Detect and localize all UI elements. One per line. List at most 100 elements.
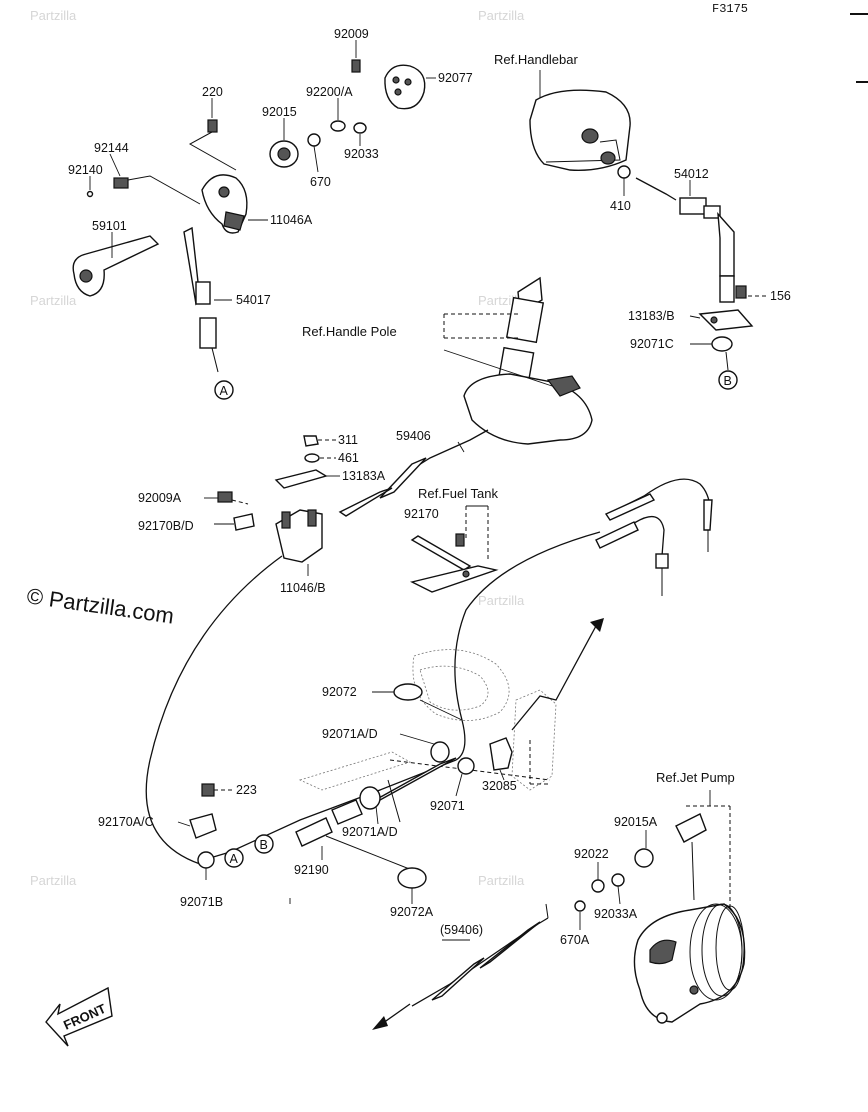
grommet-92071B: [197, 851, 215, 869]
handle-pole-group: [443, 276, 593, 445]
part-label: 92015: [262, 105, 297, 119]
watermark-text: Partzilla: [30, 293, 77, 308]
steering-cable-group: [145, 429, 489, 865]
clamp-92170BD: [233, 513, 255, 531]
clamp-92170AC: [189, 813, 217, 839]
ref-handle-pole: Ref.Handle Pole: [302, 324, 397, 339]
cable-59406-rear: [411, 917, 549, 1007]
marker-b-top: [718, 370, 738, 390]
part-label: 92071A/D: [342, 825, 398, 839]
marker-b-bottom-label: B: [260, 838, 268, 852]
clamp-92072: [393, 683, 423, 701]
hull-outline: [298, 618, 604, 791]
part-label: 13183A: [342, 469, 386, 483]
ring-670: [307, 133, 321, 147]
nut-311: [303, 435, 319, 447]
throttle-housing-group: [72, 40, 436, 373]
part-label: 92009A: [138, 491, 182, 505]
part-label: 32085: [482, 779, 517, 793]
cable-lower: [209, 759, 457, 859]
washer-92022: [591, 879, 605, 893]
watermark-text: Partzilla: [478, 8, 525, 23]
part-label: 54012: [674, 167, 709, 181]
grommet-92071AD-2: [359, 786, 381, 810]
holder-32085: [489, 737, 513, 771]
watermark-text: Partzilla: [478, 593, 525, 608]
fitting-92015A: [675, 813, 707, 843]
washer-92200: [330, 120, 346, 132]
plate-13183B: [698, 309, 754, 331]
clamp-92170: [410, 535, 472, 571]
part-label: 311: [338, 433, 358, 447]
clamp-92072A: [397, 867, 427, 889]
part-label: 92033A: [594, 907, 638, 921]
right-cables-group: [454, 478, 713, 761]
lever-59101: [72, 235, 160, 297]
washer-461: [304, 453, 320, 463]
cable-54012: [635, 177, 677, 201]
pin-92140: [86, 190, 94, 198]
part-label: 220: [202, 85, 223, 99]
handlebar-group: [529, 70, 766, 371]
watermarks: Partzilla Partzilla Partzilla Partzilla …: [30, 8, 525, 888]
part-label: 670: [310, 175, 331, 189]
part-label: 54017: [236, 293, 271, 307]
part-label: 92071A/D: [322, 727, 378, 741]
tank-bracket: [409, 565, 499, 593]
front-arrow-icon: [45, 986, 113, 1047]
part-label: 59406: [396, 429, 431, 443]
part-labels: 92009 92077 220 92200/A 92015 92144 9203…: [68, 27, 791, 947]
watermark-main: © Partzilla.com: [25, 583, 175, 628]
screw-92009: [351, 59, 361, 73]
marker-b-top-label: B: [724, 374, 732, 388]
cable-route-center: [454, 531, 601, 761]
ref-jet-pump: Ref.Jet Pump: [656, 770, 735, 785]
marker-a-top-label: A: [220, 384, 229, 398]
part-label: 13183/B: [628, 309, 675, 323]
part-label: (59406): [440, 923, 483, 937]
part-label: 410: [610, 199, 631, 213]
diagram-code: F3175: [712, 2, 748, 16]
part-label: 92033: [344, 147, 379, 161]
watermark-text: Partzilla: [478, 873, 525, 888]
part-label: 670A: [560, 933, 590, 947]
marker-a-bottom-label: A: [230, 852, 239, 866]
ring-670A: [574, 900, 586, 912]
fuel-tank-group: [409, 505, 499, 593]
bolt-156: [735, 285, 747, 299]
part-label: 92170A/C: [98, 815, 154, 829]
part-label: 92071C: [630, 337, 674, 351]
cable-lower-right: [599, 515, 665, 557]
circlip-92033A: [611, 873, 625, 887]
part-label: 92077: [438, 71, 473, 85]
lower-cable-group: [177, 683, 550, 904]
ref-fuel-tank: Ref.Fuel Tank: [418, 486, 498, 501]
part-label: 92170B/D: [138, 519, 194, 533]
grommet-92071AD: [430, 741, 450, 763]
part-label: 92071: [430, 799, 465, 813]
part-label: 156: [770, 289, 791, 303]
screw-223: [201, 783, 215, 797]
cover-92077: [384, 64, 426, 110]
marker-b-bottom: [254, 834, 274, 854]
front-arrow: FRONT: [45, 986, 113, 1047]
part-label: 92009: [334, 27, 369, 41]
jet-pump-group: [372, 790, 746, 1030]
grommet-92071: [457, 757, 475, 775]
part-label: 92022: [574, 847, 609, 861]
part-label: 461: [338, 451, 359, 465]
marker-a-bottom: [224, 848, 244, 868]
part-label: 223: [236, 783, 257, 797]
part-label: 92072: [322, 685, 357, 699]
spring-92144: [113, 177, 129, 189]
plate-13183A: [274, 469, 328, 489]
cable-loop-left: [145, 555, 283, 865]
watermark-text: Partzilla: [30, 8, 77, 23]
grommet-92071C: [711, 336, 733, 352]
ref-handlebar: Ref.Handlebar: [494, 52, 578, 67]
circle-markers: A B A B: [214, 370, 738, 868]
sleeve-92190: [295, 817, 333, 847]
part-label: 92200/A: [306, 85, 353, 99]
part-label: 11046A: [270, 213, 313, 227]
